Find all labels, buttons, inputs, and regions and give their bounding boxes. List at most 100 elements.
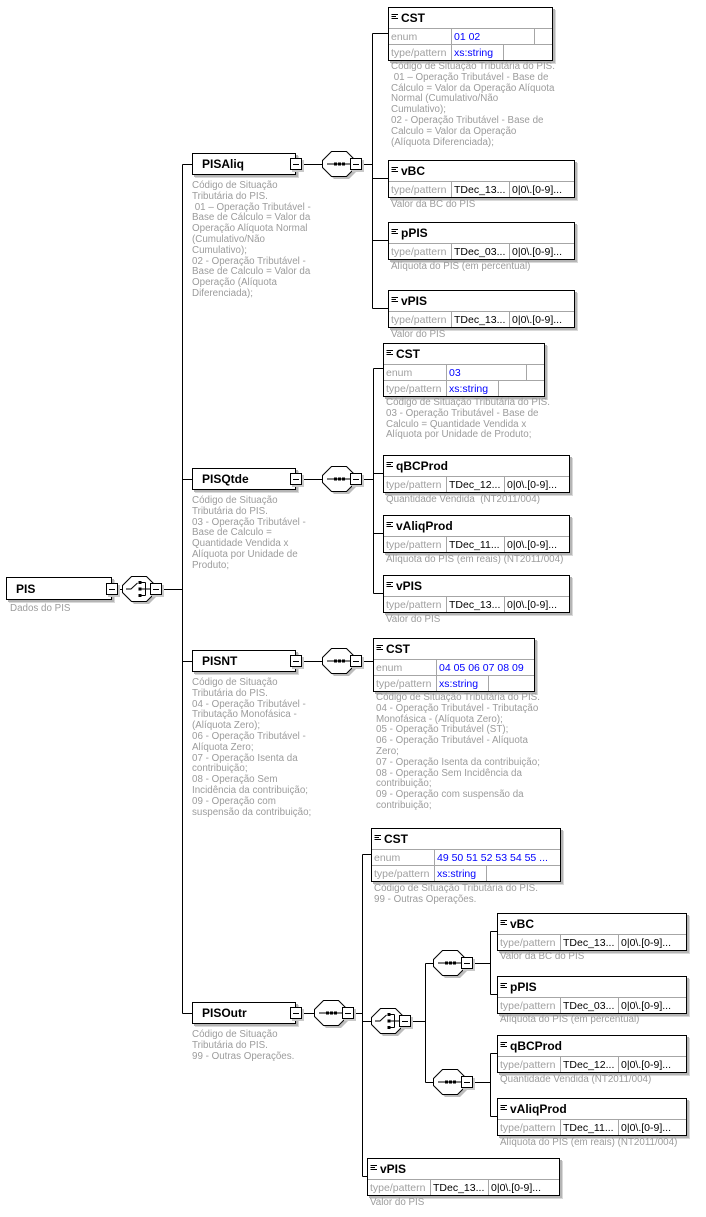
sequence-icon[interactable] <box>433 1069 471 1099</box>
element-pis[interactable]: PIS <box>6 577 112 600</box>
element-name: vAliqProd <box>510 1102 567 1116</box>
facet-label: type/pattern <box>391 313 447 326</box>
sequence-icon[interactable] <box>322 151 360 181</box>
choice-icon[interactable] <box>122 576 160 606</box>
facet-label: type/pattern <box>386 382 442 395</box>
pattern-value: 0|0\.[0-9]... <box>509 182 574 197</box>
pattern-value: 0|0\.[0-9]... <box>618 1057 686 1072</box>
annotation-cst: Código de Situação Tributária do PIS. 01… <box>391 61 555 148</box>
element-pisaliq[interactable]: PISAliq <box>192 153 296 175</box>
element-pisoutr[interactable]: PISOutr <box>192 1002 296 1024</box>
element-name: qBCProd <box>396 459 448 473</box>
element-name: vPIS <box>380 1162 407 1176</box>
pattern-value: 0|0\.[0-9]... <box>488 1180 559 1195</box>
collapse-handle[interactable] <box>290 1007 302 1019</box>
collapse-handle[interactable] <box>350 158 362 170</box>
collapse-handle[interactable] <box>350 655 362 667</box>
annotation-lines-icon <box>376 641 384 655</box>
facet-row-type: type/pattern TDec_12...0|0\.[0-9]... <box>384 476 569 492</box>
annotation-pisoutr: Código de Situação Tributária do PIS. 99… <box>192 1029 295 1062</box>
element-pisqtde[interactable]: PISQtde <box>192 468 296 490</box>
sequence-icon[interactable] <box>433 950 471 980</box>
enum-values: 01 02 <box>451 29 534 44</box>
collapse-handle[interactable] <box>106 583 118 595</box>
type-value: TDec_03... <box>451 244 509 259</box>
collapse-handle[interactable] <box>399 1015 411 1027</box>
type-value: TDec_13... <box>451 312 509 327</box>
annotation-lines-icon <box>386 346 394 360</box>
type-value: xs:string <box>451 45 503 60</box>
facet-tail <box>503 45 552 60</box>
facet-tail <box>498 381 544 396</box>
facet-label: type/pattern <box>386 538 442 551</box>
type-value: xs:string <box>434 866 486 881</box>
enum-values: 04 05 06 07 08 09 <box>436 660 534 675</box>
sequence-icon[interactable] <box>322 648 360 678</box>
element-name: PIS <box>16 581 36 596</box>
facet-label: type/pattern <box>500 1058 556 1071</box>
pattern-value: 0|0\.[0-9]... <box>504 537 569 552</box>
annotation-lines-icon <box>386 578 394 592</box>
collapse-handle[interactable] <box>290 473 302 485</box>
choice-icon[interactable] <box>371 1008 409 1038</box>
facet-tail <box>526 365 544 380</box>
collapse-handle[interactable] <box>290 655 302 667</box>
element-name: CST <box>401 11 425 25</box>
annotation-vpis: Valor do PIS <box>370 1197 425 1208</box>
element-qbcprod[interactable]: qBCProd type/pattern TDec_12...0|0\.[0-9]… <box>383 455 570 493</box>
pattern-value: 0|0\.[0-9]... <box>618 935 686 950</box>
facet-label: type/pattern <box>386 478 442 491</box>
collapse-handle[interactable] <box>150 583 162 595</box>
collapse-handle[interactable] <box>290 158 302 170</box>
sequence-icon[interactable] <box>314 1000 352 1030</box>
collapse-handle[interactable] <box>350 473 362 485</box>
pattern-value: 0|0\.[0-9]... <box>618 1120 686 1135</box>
element-pisnt[interactable]: PISNT <box>192 650 296 672</box>
enum-values: 03 <box>446 365 526 380</box>
annotation-lines-icon <box>391 10 399 24</box>
collapse-handle[interactable] <box>461 1076 473 1088</box>
annotation-lines-icon <box>386 518 394 532</box>
collapse-handle[interactable] <box>461 957 473 969</box>
facet-label: type/pattern <box>500 1121 556 1134</box>
collapse-handle[interactable] <box>342 1007 354 1019</box>
facet-label: enum <box>386 366 413 379</box>
annotation-pisnt: Código de Situação Tributária do PIS. 04… <box>192 677 312 818</box>
facet-label: type/pattern <box>370 1181 426 1194</box>
annotation-lines-icon <box>391 163 399 177</box>
facet-label: enum <box>374 851 401 864</box>
element-name: CST <box>396 347 420 361</box>
annotation-vpis: Valor do PIS <box>391 329 446 340</box>
type-value: TDec_12... <box>446 477 504 492</box>
pattern-value: 0|0\.[0-9]... <box>504 477 569 492</box>
annotation-lines-icon <box>391 293 399 307</box>
pattern-value: 0|0\.[0-9]... <box>509 244 574 259</box>
sequence-icon[interactable] <box>322 466 360 496</box>
annotation-lines-icon <box>500 1038 508 1052</box>
annotation-cst: Código de Situação Tributária do PIS. 03… <box>386 397 550 441</box>
enum-values: 49 50 51 52 53 54 55 ... <box>434 850 560 865</box>
